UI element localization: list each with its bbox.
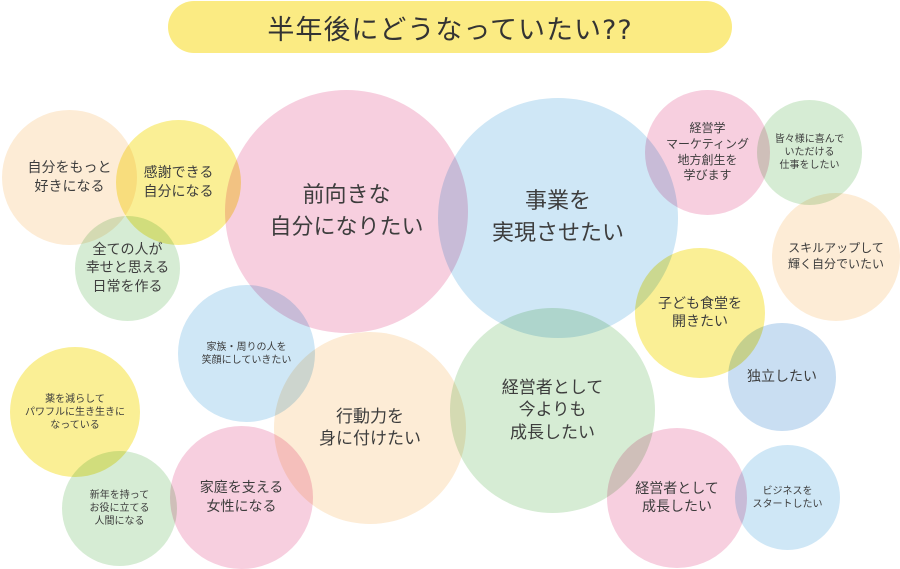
bubble-grow-as-owner: 経営者として 成長したい xyxy=(607,428,747,568)
bubble-support-family: 家庭を支える 女性になる xyxy=(170,426,313,569)
bubble-skill-up: スキルアップして 輝く自分でいたい xyxy=(772,193,900,321)
bubble-start-business: ビジネスを スタートしたい xyxy=(735,445,840,550)
bubble-useful-person: 新年を持って お役に立てる 人間になる xyxy=(62,451,177,566)
bubble-work-that-pleases: 皆々様に喜んで いただける 仕事をしたい xyxy=(757,100,862,205)
bubble-study-marketing: 経営学 マーケティング 地方創生を 学びます xyxy=(645,90,770,215)
bubble-independence: 独立したい xyxy=(728,323,836,431)
bubble-happy-everyday: 全ての人が 幸せと思える 日常を作る xyxy=(75,216,180,321)
page-title: 半年後にどうなっていたい?? xyxy=(168,1,732,53)
bubble-gain-action-power: 行動力を 身に付けたい xyxy=(274,332,466,524)
bubble-like-myself-more: 自分をもっと 好きになる xyxy=(2,110,137,245)
bubble-grateful-self: 感謝できる 自分になる xyxy=(116,120,241,245)
